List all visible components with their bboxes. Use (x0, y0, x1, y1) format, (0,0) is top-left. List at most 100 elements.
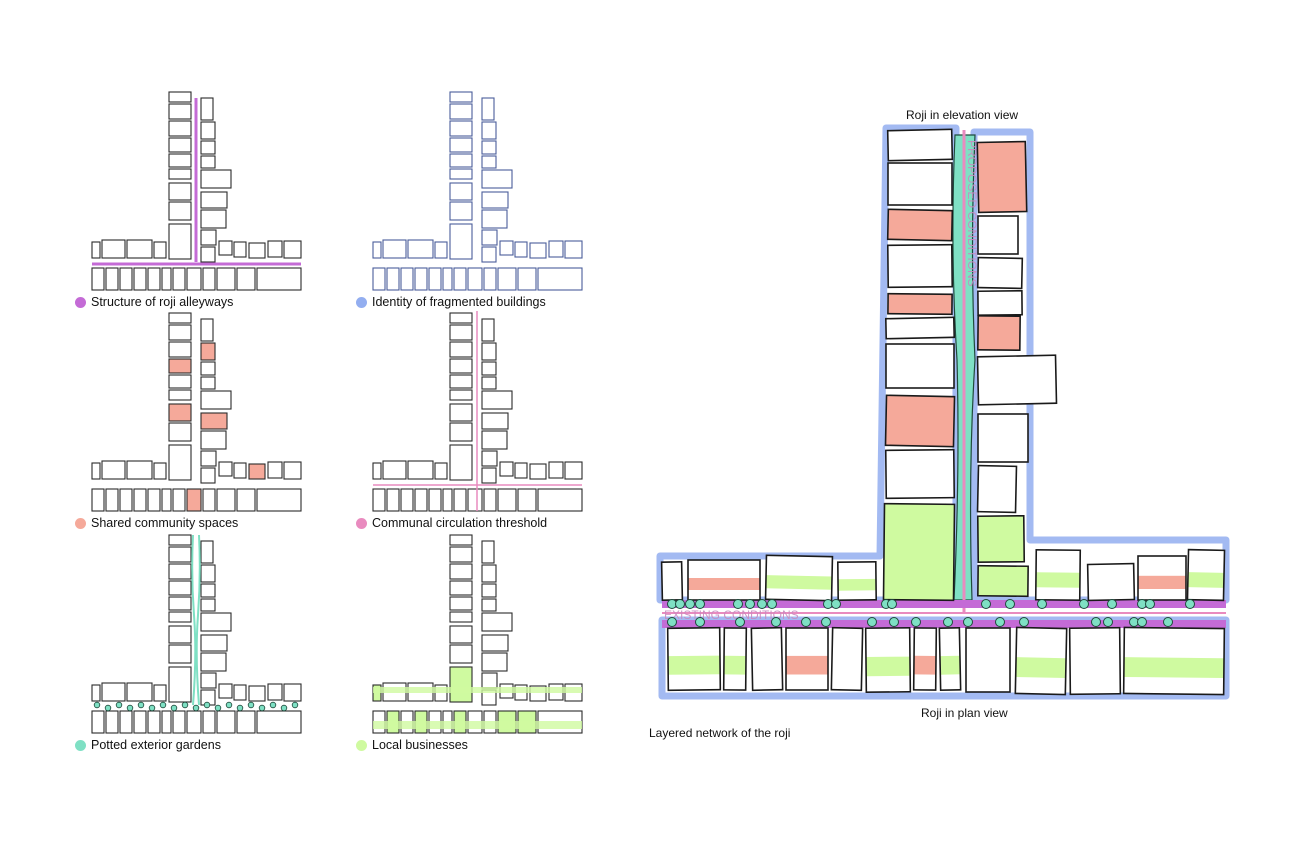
building (449, 341, 473, 358)
garden-pot (867, 617, 877, 627)
building (168, 534, 192, 546)
garden-pot (280, 704, 288, 712)
building (449, 625, 473, 644)
building (200, 229, 217, 246)
legend-dot-business (356, 740, 367, 751)
building (200, 540, 214, 564)
building (481, 612, 513, 632)
building-outline (830, 626, 864, 692)
building-fill (751, 627, 783, 691)
building (91, 710, 105, 734)
building (133, 267, 147, 291)
building-outline (977, 289, 1023, 317)
building (91, 241, 101, 259)
garden-pot (831, 599, 841, 609)
building-outline (886, 243, 954, 289)
main-building-33 (864, 626, 912, 694)
business-strip (373, 721, 582, 729)
building (481, 209, 508, 229)
building-outline (885, 343, 955, 389)
building (481, 191, 509, 209)
building (200, 191, 228, 209)
building-outline (1034, 548, 1082, 602)
building-use-band (688, 578, 760, 590)
building (168, 137, 192, 153)
building (105, 267, 119, 291)
main-building-2 (886, 208, 954, 242)
garden-pot (801, 617, 811, 627)
main-building-6 (885, 343, 955, 389)
building (449, 120, 473, 137)
main-building-12 (976, 256, 1024, 290)
building (499, 240, 514, 256)
building-outline (976, 514, 1026, 564)
building (133, 488, 147, 512)
garden-pot (1103, 617, 1113, 627)
main-building-0 (886, 128, 954, 162)
building (449, 563, 473, 580)
main-building-8 (884, 448, 956, 500)
garden-pot (126, 704, 134, 712)
main-building-23 (836, 560, 878, 602)
building (202, 267, 216, 291)
building (481, 246, 497, 263)
building (449, 168, 473, 180)
building (168, 403, 192, 422)
garden-line (191, 534, 197, 706)
building (400, 488, 414, 512)
building-fill (831, 627, 863, 691)
garden-pot (291, 701, 299, 709)
building (481, 598, 497, 612)
building-fill (977, 565, 1029, 597)
building (449, 403, 473, 422)
garden-pot (148, 704, 156, 712)
building (168, 120, 192, 137)
building-fill (977, 465, 1017, 513)
building (168, 422, 192, 442)
garden-pot (1019, 617, 1029, 627)
building-use-band (1035, 572, 1081, 588)
building-use-band (913, 655, 937, 675)
main-building-20 (660, 560, 684, 602)
building-fill (887, 129, 953, 161)
building (481, 583, 497, 598)
building (497, 267, 517, 291)
building (428, 488, 442, 512)
building (449, 644, 473, 664)
garden-pot (667, 617, 677, 627)
building (200, 342, 216, 361)
main-building-21 (687, 559, 761, 601)
garden-pot (181, 701, 189, 709)
panel-garden (91, 534, 302, 734)
building-use-band (1138, 575, 1186, 589)
building-outline (836, 560, 878, 602)
legend-dot-identity (356, 297, 367, 308)
building (564, 240, 583, 259)
building (449, 223, 473, 260)
building (218, 683, 233, 699)
building (283, 240, 302, 259)
building (434, 462, 448, 480)
building (481, 155, 497, 169)
building (168, 596, 192, 611)
building (218, 461, 233, 477)
building (200, 97, 214, 121)
building (233, 462, 247, 479)
plan-view-caption: Roji in plan view (921, 706, 1008, 720)
building (202, 488, 216, 512)
garden-pot (771, 617, 781, 627)
building (200, 467, 216, 484)
building-outline (750, 626, 784, 692)
building (91, 488, 105, 512)
main-building-1 (887, 162, 953, 206)
building (168, 103, 192, 120)
building-outline (977, 215, 1019, 255)
building (449, 534, 473, 546)
building-use-band (1187, 572, 1225, 588)
building-fill (978, 216, 1018, 254)
building (168, 563, 192, 580)
building (168, 324, 192, 341)
garden-pot (236, 704, 244, 712)
main-building-13 (977, 289, 1023, 317)
building-fill (883, 503, 955, 601)
